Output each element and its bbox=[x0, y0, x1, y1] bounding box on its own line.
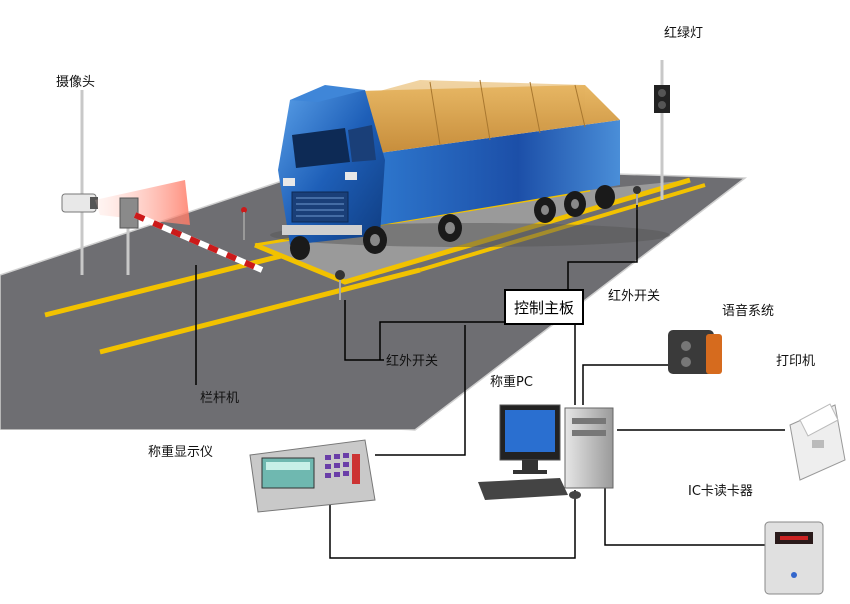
truck bbox=[270, 80, 670, 260]
weighing-pc bbox=[478, 405, 613, 500]
voice-system-device bbox=[668, 330, 722, 374]
printer-device bbox=[790, 404, 845, 480]
label-barrier: 栏杆机 bbox=[200, 391, 239, 406]
label-ic-reader: IC卡读卡器 bbox=[688, 484, 753, 499]
label-control-board: 控制主板 bbox=[514, 297, 574, 318]
label-printer: 打印机 bbox=[776, 354, 815, 369]
label-weight-display: 称重显示仪 bbox=[148, 444, 213, 460]
label-weighing-pc: 称重PC bbox=[490, 374, 533, 390]
label-ir-switch-top: 红外开关 bbox=[608, 288, 660, 304]
ic-card-reader-device bbox=[765, 522, 823, 594]
label-camera: 摄像头 bbox=[56, 75, 95, 90]
label-voice-system: 语音系统 bbox=[722, 303, 774, 319]
weighing-display-instrument bbox=[250, 440, 375, 512]
label-ir-switch-bottom: 红外开关 bbox=[386, 353, 438, 369]
control-board-box: 控制主板 bbox=[504, 289, 584, 325]
label-traffic-light: 红绿灯 bbox=[664, 25, 703, 41]
